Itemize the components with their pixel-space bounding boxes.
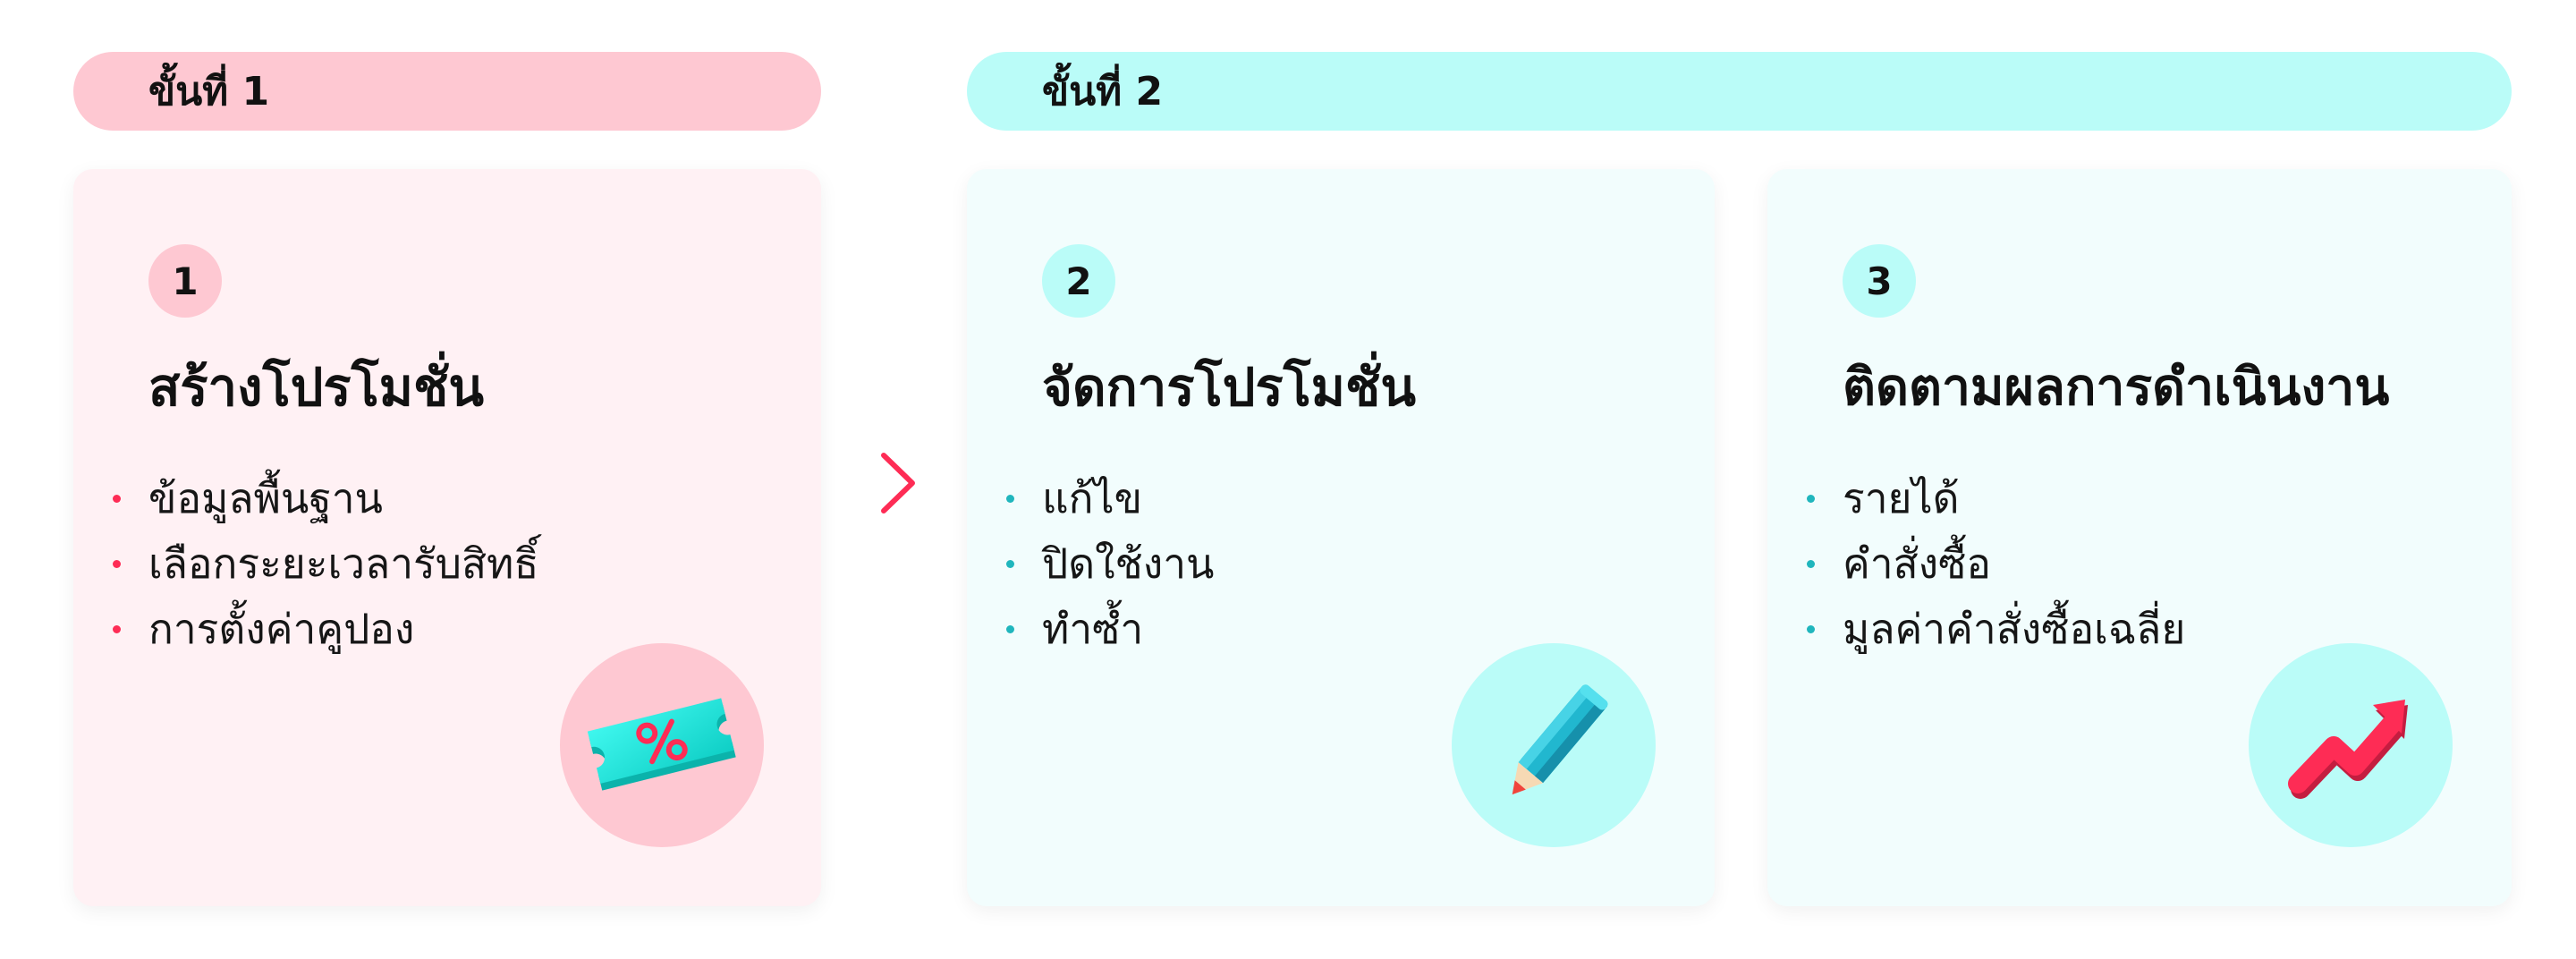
step-title: ติดตามผลการดำเนินงาน	[1843, 358, 2390, 417]
step-number-badge: 3	[1843, 244, 1916, 318]
list-item: ปิดใช้งาน	[1006, 537, 1215, 602]
list-item-label: การตั้งค่าคูปอง	[148, 605, 415, 653]
list-item: การตั้งค่าคูปอง	[113, 602, 538, 667]
bullet-dot	[113, 560, 121, 568]
bullet-dot	[1006, 560, 1014, 568]
step-title: สร้างโปรโมชั่น	[148, 357, 484, 418]
stage-1-header: ขั้นที่ 1	[73, 52, 821, 131]
trend-up-arrow-icon	[2249, 643, 2453, 847]
bullet-dot	[113, 495, 121, 503]
step-number-badge: 1	[148, 244, 222, 318]
bullet-dot	[1006, 495, 1014, 503]
step-bullet-list: แก้ไข ปิดใช้งาน ทำซ้ำ	[1006, 471, 1215, 667]
list-item: เลือกระยะเวลารับสิทธิ์	[113, 537, 539, 602]
step-number-badge: 2	[1042, 244, 1115, 318]
list-item-label: รายได้	[1843, 474, 1960, 522]
bullet-dot	[1006, 625, 1014, 633]
list-item: รายได้	[1807, 471, 2185, 537]
step-bullet-list: ข้อมูลพื้นฐาน เลือกระยะเวลารับสิทธิ์ การ…	[113, 471, 539, 667]
list-item: ทำซ้ำ	[1006, 602, 1215, 667]
pencil-icon	[1452, 643, 1656, 847]
chevron-right-icon	[881, 453, 915, 513]
step-card-manage-promotion: 2 จัดการโปรโมชั่น แก้ไข ปิดใช้งาน ทำซ้ำ	[967, 169, 1715, 906]
step-title: จัดการโปรโมชั่น	[1042, 357, 1417, 418]
list-item-label: คำสั่งซื้อ	[1843, 539, 1991, 588]
list-item: มูลค่าคำสั่งซื้อเฉลี่ย	[1807, 602, 2186, 667]
bullet-dot	[1807, 495, 1815, 503]
list-item-label: ปิดใช้งาน	[1042, 539, 1215, 588]
list-item-label: ข้อมูลพื้นฐาน	[148, 474, 384, 522]
list-item-label: เลือกระยะเวลารับสิทธิ์	[148, 539, 539, 588]
stage-2-label: ขั้นที่ 2	[1042, 69, 1164, 115]
stage-1-label: ขั้นที่ 1	[148, 69, 270, 115]
step-bullet-list: รายได้ คำสั่งซื้อ มูลค่าคำสั่งซื้อเฉลี่ย	[1807, 471, 2186, 667]
bullet-dot	[113, 625, 121, 633]
list-item: ข้อมูลพื้นฐาน	[113, 471, 538, 537]
bullet-dot	[1807, 560, 1815, 568]
list-item-label: มูลค่าคำสั่งซื้อเฉลี่ย	[1843, 605, 2186, 653]
bullet-dot	[1807, 625, 1815, 633]
step-card-create-promotion: 1 สร้างโปรโมชั่น ข้อมูลพื้นฐาน เลือกระยะ…	[73, 169, 821, 906]
coupon-percent-icon	[560, 643, 764, 847]
list-item-label: ทำซ้ำ	[1042, 605, 1144, 653]
step-card-track-performance: 3 ติดตามผลการดำเนินงาน รายได้ คำสั่งซื้อ…	[1767, 169, 2512, 906]
list-item-label: แก้ไข	[1042, 474, 1143, 522]
list-item: แก้ไข	[1006, 471, 1215, 537]
list-item: คำสั่งซื้อ	[1807, 537, 2185, 602]
stage-2-header: ขั้นที่ 2	[967, 52, 2512, 131]
